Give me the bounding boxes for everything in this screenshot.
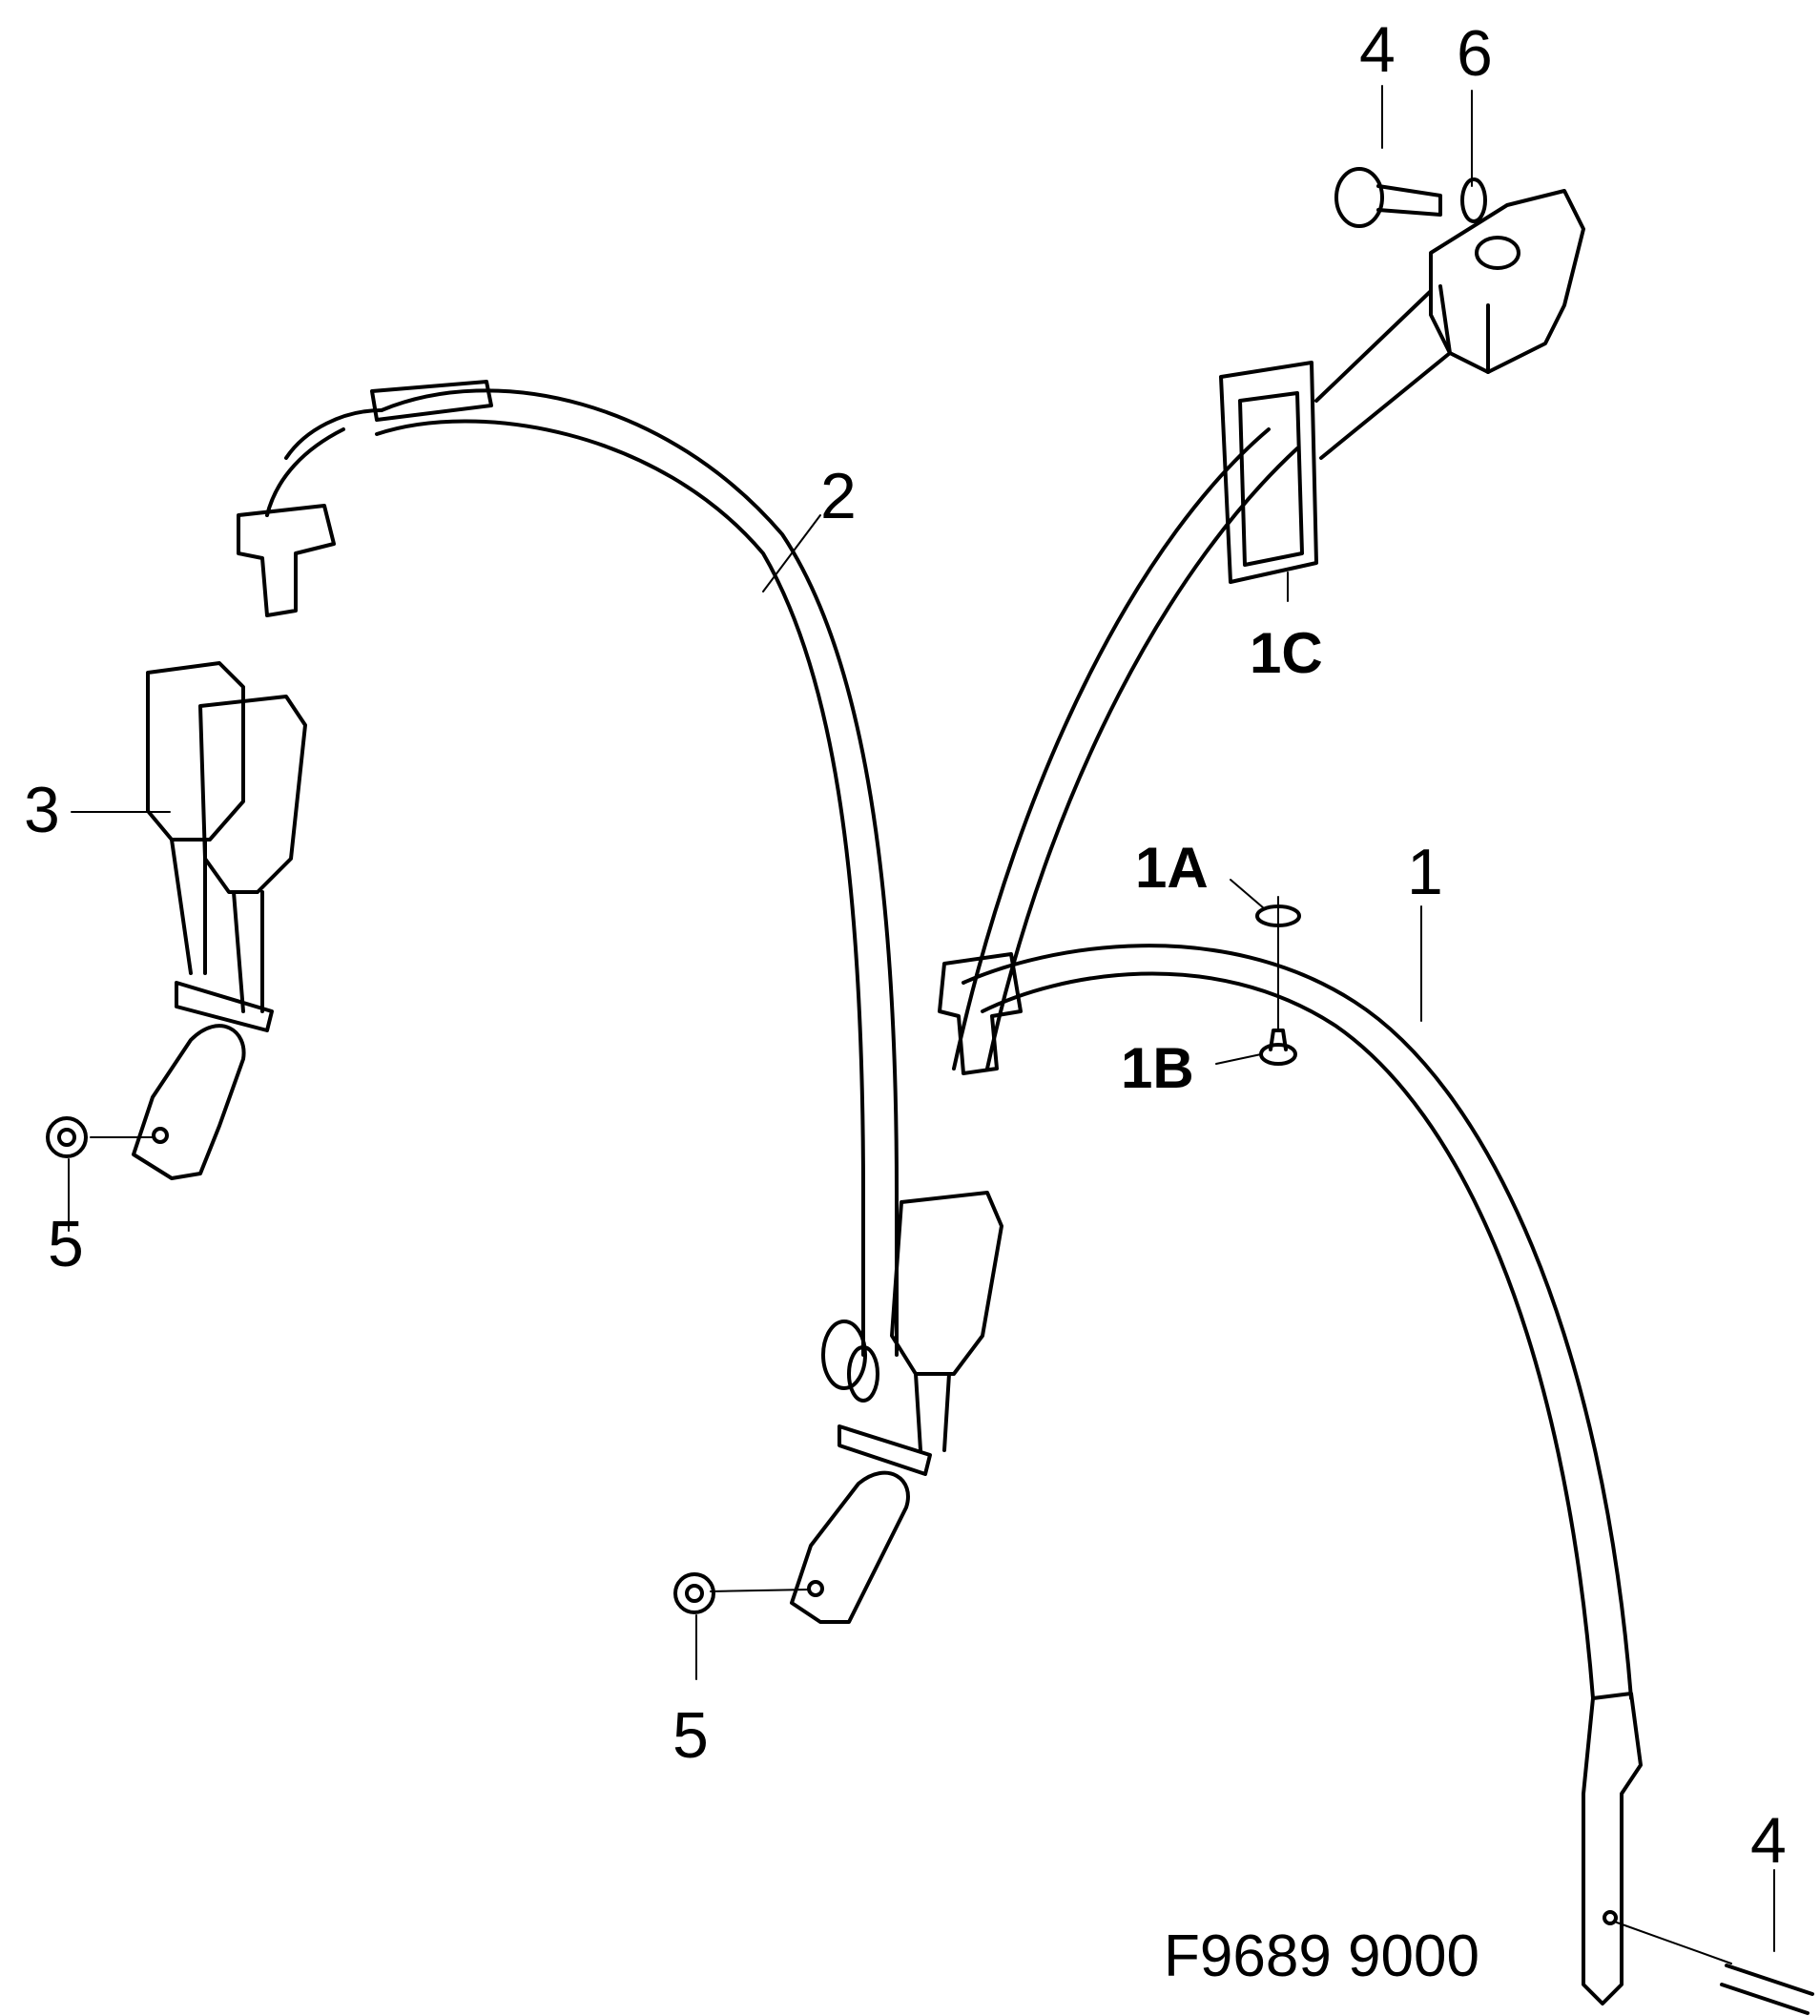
callout-4-top: 4	[1359, 13, 1396, 86]
callout-5-left: 5	[48, 1208, 84, 1280]
belt-strap-2	[237, 380, 899, 1357]
callout-1a: 1A	[1135, 836, 1209, 900]
callout-2: 2	[820, 460, 857, 532]
callout-3: 3	[24, 774, 60, 846]
double-buckle-3	[46, 661, 307, 1232]
callout-1b: 1B	[1121, 1036, 1194, 1100]
callout-6: 6	[1457, 17, 1493, 90]
callout-1: 1	[1407, 836, 1443, 908]
figure-id: F9689 9000	[1164, 1923, 1479, 1989]
center-buckle	[673, 514, 1003, 1680]
callout-1c: 1C	[1250, 621, 1323, 685]
callout-4-bottom: 4	[1750, 1804, 1787, 1877]
upper-anchor-assembly	[1219, 85, 1585, 602]
callout-5-center: 5	[672, 1699, 709, 1772]
belt-strap-1	[938, 427, 1814, 2015]
